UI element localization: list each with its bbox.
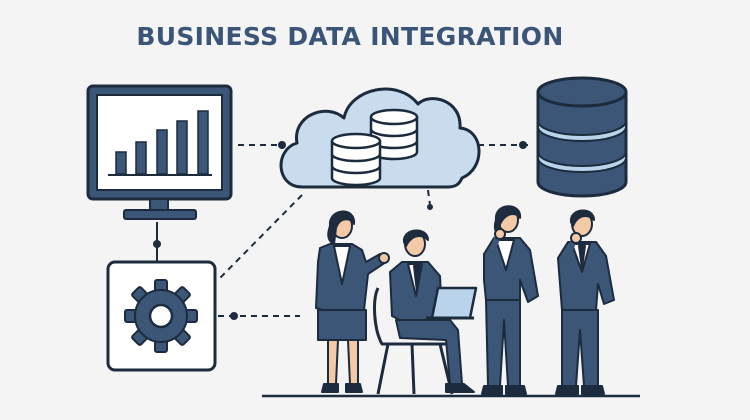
connector-dot: [278, 141, 286, 149]
connector-dot: [230, 312, 238, 320]
cloud-db-front: [330, 132, 382, 187]
connector-dot: [153, 240, 161, 248]
database-server-icon: [536, 76, 628, 198]
person-man-seated: [389, 229, 478, 393]
diagram-title: BUSINESS DATA INTEGRATION: [136, 22, 564, 51]
person-man-thinking: [555, 209, 615, 395]
team-illustration: [315, 205, 615, 395]
gear-icon: [124, 279, 198, 353]
connector-cloud-settings: [219, 194, 303, 279]
cloud-database-icon: [279, 87, 481, 189]
connector-dot: [519, 141, 527, 149]
cloud-db-back: [369, 108, 419, 161]
settings-box: [106, 260, 217, 372]
connector-dots: [230, 141, 527, 320]
person-woman-thinking: [481, 205, 539, 395]
bar-chart-monitor-icon: [86, 84, 233, 220]
person-woman-gesturing: [315, 210, 390, 393]
connector-dot: [427, 204, 433, 210]
connector-cloud-team: [427, 189, 431, 206]
office-chair: [373, 287, 454, 395]
